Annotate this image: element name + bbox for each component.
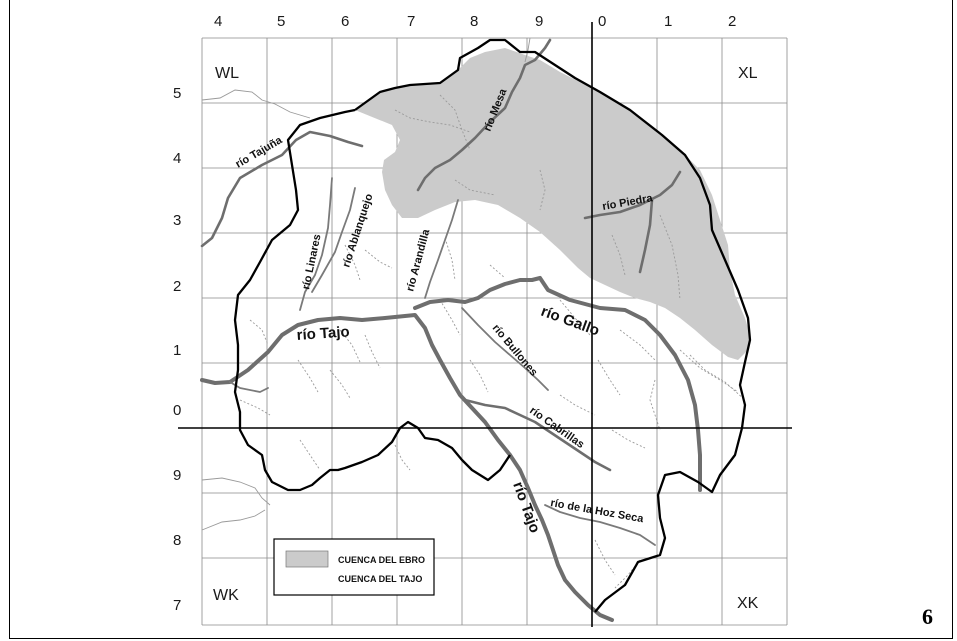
outer-streams <box>201 37 531 531</box>
row-label: 5 <box>173 85 181 102</box>
river-tajuna <box>200 130 364 248</box>
river-linares <box>299 177 333 311</box>
col-label: 5 <box>277 13 285 30</box>
row-label: 4 <box>173 150 181 167</box>
col-label: 4 <box>214 13 222 30</box>
label-rio-bullones: río Bullones <box>490 322 540 378</box>
minor-streams <box>239 94 746 589</box>
label-rio-tajuna: río Tajuña <box>234 134 286 171</box>
quadrant-label-xk: XK <box>737 595 759 612</box>
figure-frame <box>9 0 953 639</box>
quadrant-label-xl: XL <box>738 65 758 82</box>
row-label: 7 <box>173 597 181 614</box>
river-hoz-seca <box>544 504 656 546</box>
river-tajo-upper <box>200 313 512 457</box>
river-tajo-lower <box>508 453 614 622</box>
label-rio-arandilla: río Arandilla <box>404 227 432 293</box>
row-label: 3 <box>173 212 181 229</box>
label-rio-ablanquejo: río Ablanquejo <box>340 192 375 269</box>
row-label: 8 <box>173 532 181 549</box>
legend: CUENCA DEL EBRO CUENCA DEL TAJO <box>273 538 435 596</box>
col-label: 9 <box>535 13 543 30</box>
legend-label-ebro: CUENCA DEL EBRO <box>338 555 425 565</box>
row-labels: 5 4 3 2 1 0 9 8 7 <box>173 85 181 614</box>
river-gallo <box>413 276 702 492</box>
basin-boundary <box>233 38 752 613</box>
legend-label-tajo: CUENCA DEL TAJO <box>338 574 422 584</box>
col-label: 2 <box>728 13 736 30</box>
col-label: 6 <box>341 13 349 30</box>
row-label: 1 <box>173 342 181 359</box>
col-label: 0 <box>598 13 606 30</box>
rivers <box>200 38 702 622</box>
quadrant-label-wl: WL <box>215 65 239 82</box>
label-rio-tajo-upper: río Tajo <box>296 323 350 344</box>
legend-swatch-tajo <box>285 571 329 585</box>
col-label: 7 <box>407 13 415 30</box>
river-ablanquejo <box>311 187 356 293</box>
river-arandilla <box>424 199 459 299</box>
row-label: 0 <box>173 402 181 419</box>
row-label: 2 <box>173 278 181 295</box>
column-labels: 4 5 6 7 8 9 0 1 2 <box>214 13 736 30</box>
legend-swatch-ebro <box>285 550 329 568</box>
col-label: 8 <box>470 13 478 30</box>
quadrant-label-wk: WK <box>213 587 239 604</box>
col-label: 1 <box>664 13 672 30</box>
page-number: 6 <box>922 604 933 629</box>
row-label: 9 <box>173 467 181 484</box>
river-cabrillas <box>463 398 612 472</box>
river-piedra <box>583 170 682 274</box>
river-mesa <box>416 38 552 192</box>
river-bullones <box>461 307 549 391</box>
